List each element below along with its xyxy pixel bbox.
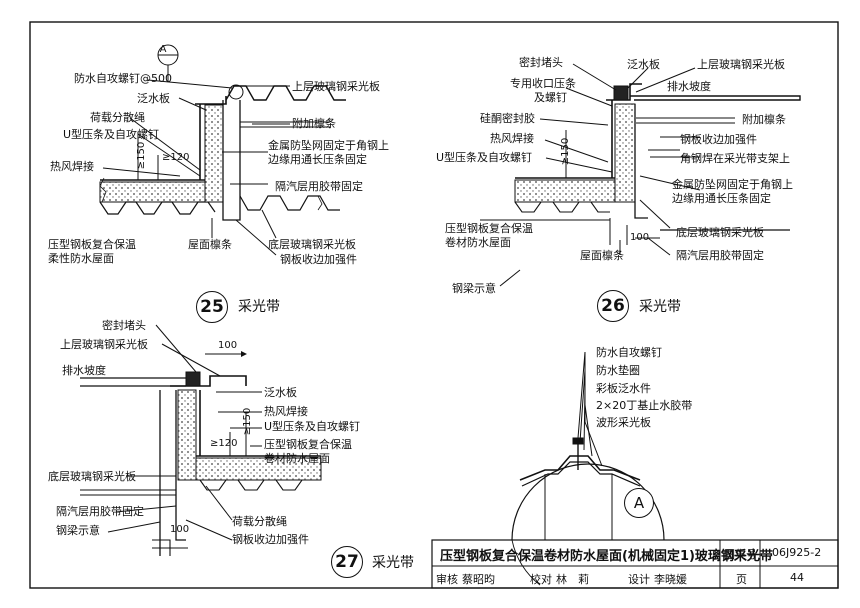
d26-roof-purlin-label: 屋面檩条 xyxy=(580,249,624,262)
d26-purlin-add-label: 附加檩条 xyxy=(742,113,786,126)
title-block-check-name: 林 莉 xyxy=(556,573,589,586)
detail-26-number: 26 xyxy=(597,290,629,322)
d25-screw-label: 防水自攻螺钉@500 xyxy=(74,72,172,85)
d25-u-strip-label: U型压条及自攻螺钉 xyxy=(63,128,160,141)
detail-25-caption: 采光带 xyxy=(238,299,280,315)
d25-stiffener-label: 钢板收边加强件 xyxy=(280,253,357,266)
detail-A-callout: A xyxy=(624,488,654,518)
title-block-design-name: 李晓媛 xyxy=(654,573,687,586)
d25-callout-A: A xyxy=(159,44,167,55)
d25-flashing-label: 泛水板 xyxy=(137,92,170,105)
d26-dim-150: ≥150 xyxy=(560,137,572,166)
d25-mesh-label: 金属防坠网固定于角钢上 xyxy=(268,139,389,152)
dA-wave-panel-label: 波形采光板 xyxy=(596,416,651,429)
d27-dim-120: ≥120 xyxy=(210,438,238,449)
d25-roof-b-label: 柔性防水屋面 xyxy=(48,252,114,265)
detail-25-number: 25 xyxy=(196,291,228,323)
d26-seal-head-label: 密封堵头 xyxy=(519,56,563,69)
d26-beam-label: 钢梁示意 xyxy=(452,282,496,295)
title-block-atlas-no: 06J925-2 xyxy=(772,546,822,559)
d27-bottom-panel-label: 底层玻璃钢采光板 xyxy=(48,470,136,483)
d26-top-panel-label: 上层玻璃钢采光板 xyxy=(697,58,785,71)
title-block-title: 压型钢板复合保温卷材防水屋面(机械固定1)玻璃钢采光带 xyxy=(440,549,773,564)
d25-dim-150: ≥150 xyxy=(136,141,148,170)
dA-tape-label: 2×20丁基止水胶带 xyxy=(596,399,693,412)
title-block-page-label: 页 xyxy=(736,573,747,586)
detail-26-drawing xyxy=(480,63,801,287)
d27-top-panel-label: 上层玻璃钢采光板 xyxy=(60,338,148,351)
d26-bottom-panel-label: 底层玻璃钢采光板 xyxy=(676,226,764,239)
d27-flashing-label: 泛水板 xyxy=(264,386,297,399)
dA-screw-label: 防水自攻螺钉 xyxy=(596,346,662,359)
dA-flashing-part-label: 彩板泛水件 xyxy=(596,382,651,395)
d26-silicone-label: 硅酮密封胶 xyxy=(480,112,535,125)
d27-tape-label: 隔汽层用胶带固定 xyxy=(56,505,144,518)
d26-tape-label: 隔汽层用胶带固定 xyxy=(676,249,764,262)
title-block-atlas-label: 图集号 xyxy=(724,548,757,561)
d27-slope-label: 排水坡度 xyxy=(62,364,106,377)
d26-strip-b-label: 及螺钉 xyxy=(534,91,567,104)
d26-slope-label: 排水坡度 xyxy=(667,80,711,93)
title-block-review-label: 审核 xyxy=(436,573,458,586)
d25-top-panel-label: 上层玻璃钢采光板 xyxy=(292,80,380,93)
d25-roof-a-label: 压型钢板复合保温 xyxy=(48,238,136,251)
d27-beam-label: 钢梁示意 xyxy=(56,524,100,537)
d26-u-strip-label: U型压条及自攻螺钉 xyxy=(436,151,533,164)
d25-mesh2-label: 边缘用通长压条固定 xyxy=(268,153,367,166)
title-block-page-no: 44 xyxy=(790,571,804,584)
d26-roof-a-label: 压型钢板复合保温 xyxy=(445,222,533,235)
d26-angle-label: 角钢焊在采光带支架上 xyxy=(680,152,790,165)
detail-27-caption: 采光带 xyxy=(372,555,414,571)
title-block-design-label: 设计 xyxy=(628,573,650,586)
d27-load-rope-label: 荷载分散绳 xyxy=(232,515,287,528)
d27-stiffener-label: 钢板收边加强件 xyxy=(232,533,309,546)
d25-purlin-add-label: 附加檩条 xyxy=(292,117,336,130)
d26-strip-a-label: 专用收口压条 xyxy=(510,77,576,90)
d26-roof-b-label: 卷材防水屋面 xyxy=(445,236,511,249)
d26-mesh-label: 金属防坠网固定于角钢上 xyxy=(672,178,793,191)
d27-weld-label: 热风焊接 xyxy=(264,405,308,418)
title-block-lines xyxy=(431,539,839,589)
d25-load-rope-label: 荷载分散绳 xyxy=(90,111,145,124)
d27-dim-150: ≥150 xyxy=(242,407,254,436)
d27-u-strip-label: U型压条及自攻螺钉 xyxy=(264,420,361,433)
detail-27-drawing xyxy=(80,324,322,556)
d25-dim-120: ≥120 xyxy=(162,152,190,163)
d26-flashing-label: 泛水板 xyxy=(627,58,660,71)
d25-bottom-panel-label: 底层玻璃钢采光板 xyxy=(268,238,356,251)
d26-stiffener-label: 钢板收边加强件 xyxy=(680,133,757,146)
d25-weld-label: 热风焊接 xyxy=(50,160,94,173)
d27-roof-a-label: 压型钢板复合保温 xyxy=(264,438,352,451)
title-block-check-label: 校对 xyxy=(530,573,552,586)
title-block-review-name: 蔡昭昀 xyxy=(462,573,495,586)
d27-dim-bottom-100: 100 xyxy=(170,524,190,535)
d27-dim-top-100: 100 xyxy=(218,340,238,351)
d25-roof-purlin-label: 屋面檩条 xyxy=(188,238,232,251)
detail-27-number: 27 xyxy=(331,546,363,578)
d26-dim-100: 100 xyxy=(630,232,650,243)
detail-A-drawing xyxy=(511,351,665,586)
d26-weld-label: 热风焊接 xyxy=(490,132,534,145)
detail-25-drawing xyxy=(99,44,346,256)
detail-26-caption: 采光带 xyxy=(639,299,681,315)
d27-seal-head-label: 密封堵头 xyxy=(102,319,146,332)
d27-roof-b-label: 卷材防水屋面 xyxy=(264,452,330,465)
d25-tape-label: 隔汽层用胶带固定 xyxy=(275,180,363,193)
dA-washer-label: 防水垫圈 xyxy=(596,364,640,377)
sheet-border xyxy=(29,21,839,589)
d26-mesh2-label: 边缘用通长压条固定 xyxy=(672,192,771,205)
